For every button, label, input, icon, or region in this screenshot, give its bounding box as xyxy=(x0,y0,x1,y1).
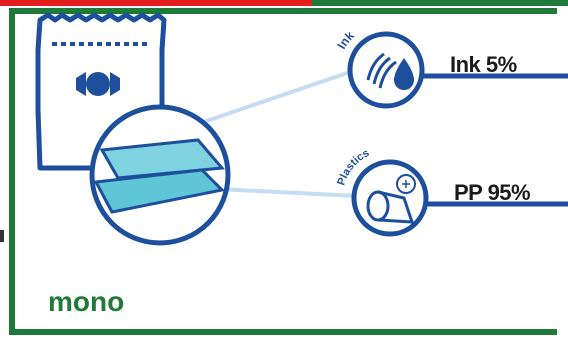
plastics-icon-circle xyxy=(354,162,426,234)
pp-percent-label: PP 95% xyxy=(454,180,530,206)
svg-text:Ink: Ink xyxy=(334,28,357,51)
candy-icon xyxy=(76,72,120,96)
mono-caption: mono xyxy=(48,286,124,318)
ink-icon-circle xyxy=(350,34,422,106)
ink-badge-label: Ink xyxy=(334,28,357,51)
ink-percent-label: Ink 5% xyxy=(450,52,517,78)
